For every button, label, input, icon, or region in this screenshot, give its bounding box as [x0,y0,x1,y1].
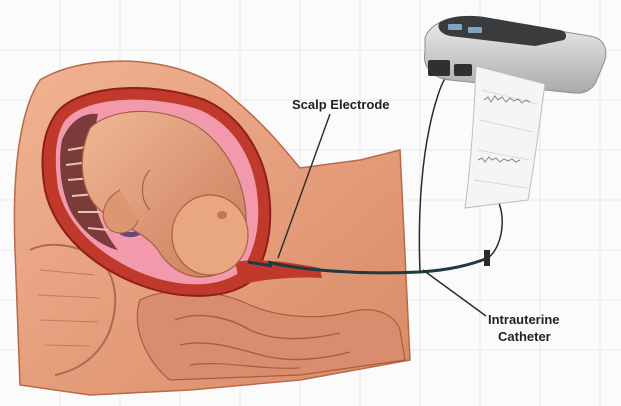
monitor-wire-2 [419,68,455,272]
scalp-electrode-label: Scalp Electrode [292,97,390,112]
paper-strip-icon [465,66,545,208]
intrauterine-catheter-label-line2: Catheter [498,329,551,344]
intrauterine-catheter-leader [423,270,486,316]
intrauterine-catheter-label-line1: Intrauterine [488,312,560,327]
